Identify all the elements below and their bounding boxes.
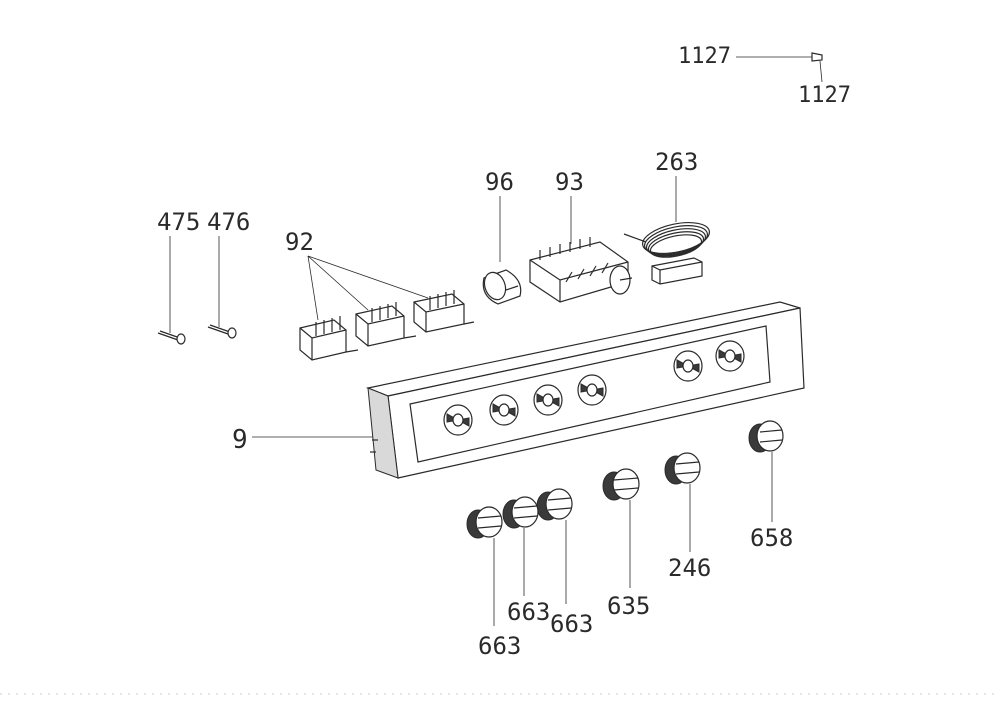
label-1127-top: 1127 [678,44,731,69]
selector-switch-2 [355,302,417,347]
selector-switch-1 [299,316,359,361]
knob-663-b [502,496,539,529]
label-663-b: 663 [507,598,550,626]
knob-635 [602,468,640,501]
indicator-lamp-96-group: 96 [482,168,522,305]
selector-switch-3 [413,290,475,333]
label-663-c: 663 [550,610,593,638]
screw-1127 [811,52,823,62]
label-476: 476 [207,208,250,236]
knob-663-a [466,506,503,539]
label-635: 635 [607,592,650,620]
label-1127-bottom: 1127 [798,83,851,108]
selector-switches-92-group: 92 [285,228,475,361]
panel-hole-4 [577,374,607,406]
screw-475 [157,330,181,341]
label-263: 263 [655,148,698,176]
panel-hole-2 [489,394,519,426]
knobs-group: 658 246 635 663 [466,420,793,660]
panel-hole-5 [673,350,703,382]
leader-1127-bottom [819,60,823,83]
label-9: 9 [232,425,248,455]
label-663-a: 663 [478,632,521,660]
panel-hole-6 [715,340,745,372]
panel-hole-1 [443,404,473,436]
leader-92-b [307,255,369,311]
knob-658 [748,420,784,453]
leader-92-c [307,255,429,299]
thermostat-263-group: 263 [623,148,710,285]
rotary-switch-terminals [539,237,609,283]
knob-246 [664,452,701,485]
panel-hole-3 [533,384,563,416]
label-92: 92 [285,228,314,256]
leader-92-a [307,255,319,321]
label-658: 658 [750,524,793,552]
control-panel-9-group: 9 [232,301,805,479]
screw-1127-group: 1127 1127 [678,44,851,108]
screws-475-476-group: 475 476 [157,208,250,345]
label-246: 246 [668,554,711,582]
label-96: 96 [485,168,514,196]
capillary-tail [623,233,647,243]
label-475: 475 [157,208,200,236]
screw-476 [207,324,231,335]
rotary-switch-93-group: 93 [529,168,633,303]
label-93: 93 [555,168,584,196]
capillary-coil [642,221,710,258]
panel-knob-holes [443,340,745,436]
knob-663-c [536,488,573,521]
